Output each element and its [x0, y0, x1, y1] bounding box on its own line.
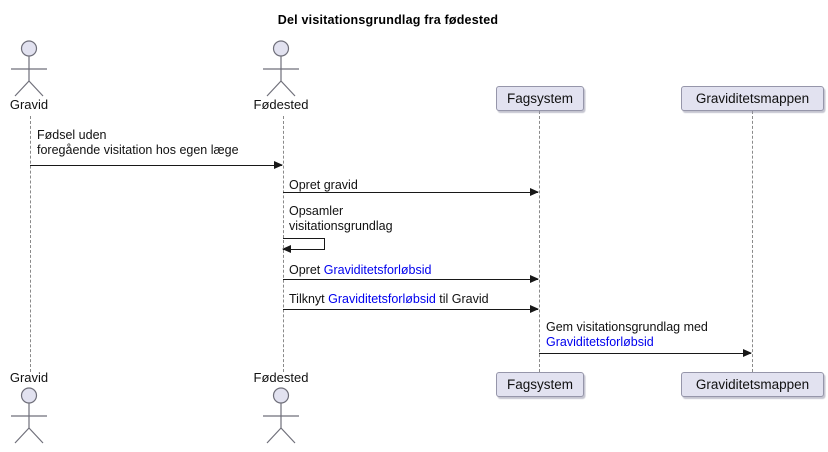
message-label: Opsamler visitationsgrundlag	[289, 204, 393, 234]
actor-label: Gravid	[9, 370, 49, 385]
graviditetsforlobsid-link[interactable]: Graviditetsforløbsid	[546, 335, 654, 349]
stick-figure-icon	[263, 387, 299, 444]
lifeline-gravid	[29, 116, 31, 372]
message-text: Opret	[289, 263, 324, 277]
stick-figure-icon	[11, 387, 47, 444]
participant-fagsystem-bottom: Fagsystem	[496, 372, 584, 397]
message-text-line: Fødsel uden	[37, 128, 107, 142]
arrow-fodested-to-fagsystem	[283, 305, 539, 313]
arrow-fodested-to-fagsystem	[283, 188, 539, 196]
message-text: til Gravid	[435, 292, 489, 306]
participant-graviditetsmappen-top: Graviditetsmappen	[681, 86, 824, 111]
participant-fagsystem-top: Fagsystem	[496, 86, 584, 111]
actor-label: Fødested	[253, 370, 309, 385]
participant-label: Graviditetsmappen	[695, 377, 810, 392]
arrowhead-right-icon	[530, 305, 539, 313]
message-label: Opret Graviditetsforløbsid	[289, 263, 431, 278]
stick-figure-icon	[263, 40, 299, 97]
participant-graviditetsmappen-bottom: Graviditetsmappen	[681, 372, 824, 397]
actor-gravid-top: Gravid	[0, 40, 69, 112]
actor-label: Fødested	[253, 97, 309, 112]
message-label: Gem visitationsgrundlag med Graviditetsf…	[546, 320, 708, 350]
graviditetsforlobsid-link[interactable]: Graviditetsforløbsid	[323, 263, 432, 277]
arrow-fagsystem-to-graviditetsmappen	[539, 349, 752, 357]
message-text-line: Opsamler	[289, 204, 344, 218]
message-text-line: Gem visitationsgrundlag med	[546, 320, 708, 334]
actor-fodested-top: Fødested	[241, 40, 321, 112]
arrow-gravid-to-fodested	[30, 161, 283, 169]
arrowhead-left-icon	[282, 245, 291, 253]
diagram-title: Del visitationsgrundlag fra fødested	[277, 13, 499, 27]
actor-label: Gravid	[9, 97, 49, 112]
self-loop-bottom	[282, 245, 325, 253]
arrow-fodested-to-fagsystem	[283, 275, 539, 283]
message-text-line: visitationsgrundlag	[289, 219, 393, 233]
actor-gravid-bottom: Gravid	[0, 371, 69, 445]
participant-label: Graviditetsmappen	[695, 91, 810, 106]
arrowhead-right-icon	[530, 275, 539, 283]
message-text-line: foregående visitation hos egen læge	[37, 143, 239, 157]
lifeline-fagsystem	[538, 111, 540, 372]
participant-label: Fagsystem	[506, 91, 574, 106]
message-text: Tilknyt	[289, 292, 329, 306]
message-label: Tilknyt Graviditetsforløbsid til Gravid	[289, 292, 489, 307]
arrowhead-right-icon	[743, 349, 752, 357]
arrowhead-right-icon	[274, 161, 283, 169]
graviditetsforlobsid-link[interactable]: Graviditetsforløbsid	[328, 292, 436, 306]
self-loop-right	[324, 238, 325, 249]
lifeline-graviditetsmappen	[751, 111, 753, 372]
self-loop-top	[283, 238, 325, 239]
arrowhead-right-icon	[530, 188, 539, 196]
message-label: Opret gravid	[289, 178, 358, 192]
actor-fodested-bottom: Fødested	[241, 371, 321, 445]
lifeline-fodested	[282, 116, 284, 372]
message-label: Fødsel uden foregående visitation hos eg…	[37, 128, 239, 158]
participant-label: Fagsystem	[506, 377, 574, 392]
stick-figure-icon	[11, 40, 47, 97]
